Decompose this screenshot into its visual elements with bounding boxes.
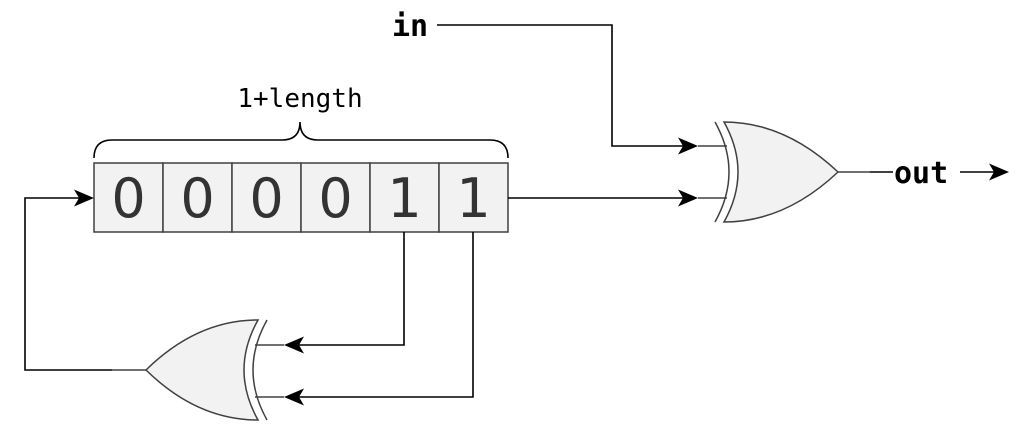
register-cell-4: 0 [300, 162, 371, 233]
register-cell-5: 1 [369, 162, 440, 233]
register-bit: 0 [111, 167, 145, 230]
output-arrowhead [989, 163, 1009, 181]
tap-wire-cell-5 [298, 232, 405, 346]
register-bit: 0 [180, 167, 214, 230]
register-cell-3: 0 [231, 162, 302, 233]
register-cell-6: 1 [438, 162, 509, 233]
feedback-wire [24, 197, 112, 371]
register-bit: 1 [456, 167, 490, 230]
register-bit: 1 [387, 167, 421, 230]
register-cell-1: 0 [93, 162, 164, 233]
output-label: out [894, 156, 948, 191]
shift-register: 0 0 0 0 1 1 [93, 162, 509, 233]
input-wire [437, 24, 684, 147]
tap-wire-cell-6 [298, 232, 474, 398]
register-output-arrowhead [678, 189, 698, 207]
register-bit: 0 [249, 167, 283, 230]
register-cell-2: 0 [162, 162, 233, 233]
register-bit: 0 [318, 167, 352, 230]
tap-wire-cell-5-arrowhead [284, 336, 304, 354]
input-label: in [392, 9, 428, 44]
register-length-brace [93, 121, 509, 159]
feedback-xor-gate [112, 319, 284, 421]
input-wire-arrowhead [678, 137, 698, 155]
register-length-label: 1+length [237, 84, 362, 114]
feedback-wire-arrowhead [74, 189, 94, 207]
output-xor-gate [698, 121, 870, 223]
tap-wire-cell-6-arrowhead [284, 388, 304, 406]
